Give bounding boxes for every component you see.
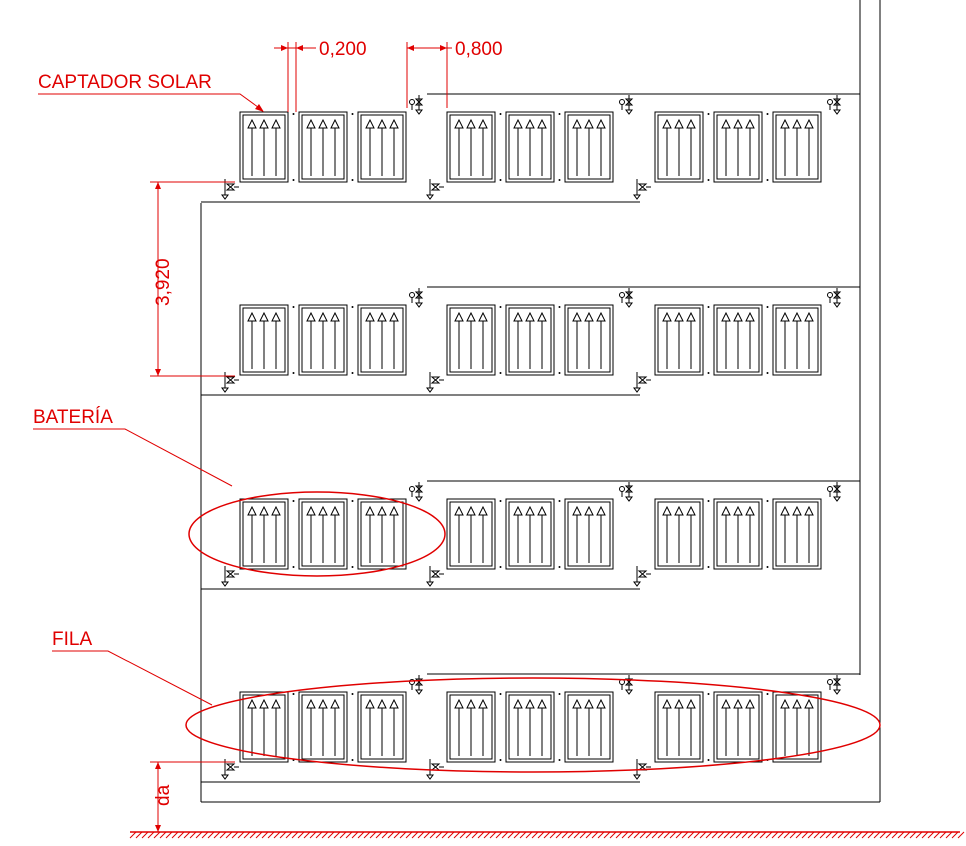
solar-collector (654, 304, 710, 376)
solar-collector (298, 691, 354, 763)
solar-collector (446, 111, 502, 183)
battery (221, 95, 424, 200)
solar-collector (446, 691, 502, 763)
solar-collector (564, 691, 614, 763)
solar-collector (357, 498, 407, 570)
purge-valve-icon (619, 288, 634, 308)
solar-collector (772, 111, 822, 183)
dimension-da-label: da (153, 784, 174, 806)
solar-collector (239, 498, 295, 570)
battery (221, 288, 424, 393)
solar-collector (298, 498, 354, 570)
purge-valve-icon (409, 675, 424, 695)
dimension-0-200: 0,200 (274, 39, 367, 112)
solar-collector (357, 111, 407, 183)
purge-valve-icon (619, 675, 634, 695)
purge-valve-icon (827, 675, 842, 695)
battery (221, 482, 424, 587)
bateria-label: BATERÍA (33, 407, 113, 428)
solar-collector (564, 111, 614, 183)
return-valve-icon (426, 179, 444, 200)
dimension-0-200-label: 0,200 (319, 39, 367, 60)
dimension-3-920: 3,920 (150, 181, 235, 377)
solar-collector (298, 304, 354, 376)
solar-collector (772, 691, 822, 763)
battery (426, 288, 634, 393)
collector-row (201, 93, 860, 203)
solar-collector (772, 304, 822, 376)
return-valve-icon (426, 566, 444, 587)
return-valve-icon (221, 566, 239, 587)
return-valve-icon (426, 759, 444, 780)
dimension-3-920-label: 3,920 (153, 258, 174, 306)
battery (426, 95, 634, 200)
purge-valve-icon (827, 95, 842, 115)
dimension-0-800: 0,800 (406, 39, 503, 108)
solar-collector (505, 304, 561, 376)
captador-solar-annotation: CAPTADOR SOLAR (38, 72, 264, 112)
solar-collector (446, 304, 502, 376)
solar-collector (654, 498, 710, 570)
fila-annotation: FILA (52, 629, 881, 773)
purge-valve-icon (619, 95, 634, 115)
solar-collector (239, 111, 295, 183)
solar-collector (654, 691, 710, 763)
collector-row (201, 673, 860, 783)
solar-collector (505, 111, 561, 183)
solar-collector (713, 111, 769, 183)
fila-ellipse (185, 677, 881, 773)
solar-collector (564, 498, 614, 570)
bateria-ellipse (188, 491, 446, 577)
captador-solar-label: CAPTADOR SOLAR (38, 72, 212, 93)
solar-collector (713, 691, 769, 763)
solar-collector (713, 498, 769, 570)
solar-collector (239, 304, 295, 376)
collector-rows (201, 93, 860, 783)
fila-label: FILA (52, 629, 92, 650)
return-valve-icon (633, 179, 651, 200)
solar-collector (772, 498, 822, 570)
battery (221, 675, 424, 780)
dimension-0-800-label: 0,800 (455, 39, 503, 60)
dimension-da: da (150, 761, 235, 832)
solar-collector (357, 304, 407, 376)
solar-collector (298, 111, 354, 183)
collector-row (201, 286, 860, 396)
ground-hatch (129, 831, 965, 839)
solar-collector (713, 304, 769, 376)
purge-valve-icon (827, 482, 842, 502)
battery (633, 675, 842, 780)
solar-collector (654, 111, 710, 183)
battery (426, 675, 634, 780)
solar-collector (505, 498, 561, 570)
collector-row (201, 480, 860, 590)
bateria-annotation: BATERÍA (33, 407, 446, 577)
purge-valve-icon (619, 482, 634, 502)
solar-collector (564, 304, 614, 376)
battery (633, 288, 842, 393)
solar-collector (357, 691, 407, 763)
solar-collector (505, 691, 561, 763)
purge-valve-icon (409, 95, 424, 115)
return-valve-icon (426, 372, 444, 393)
return-valve-icon (633, 566, 651, 587)
battery (426, 482, 634, 587)
return-valve-icon (221, 372, 239, 393)
purge-valve-icon (827, 288, 842, 308)
solar-collector (446, 498, 502, 570)
battery (633, 482, 842, 587)
return-valve-icon (221, 759, 239, 780)
purge-valve-icon (409, 482, 424, 502)
return-valve-icon (633, 372, 651, 393)
battery (633, 95, 842, 200)
purge-valve-icon (409, 288, 424, 308)
